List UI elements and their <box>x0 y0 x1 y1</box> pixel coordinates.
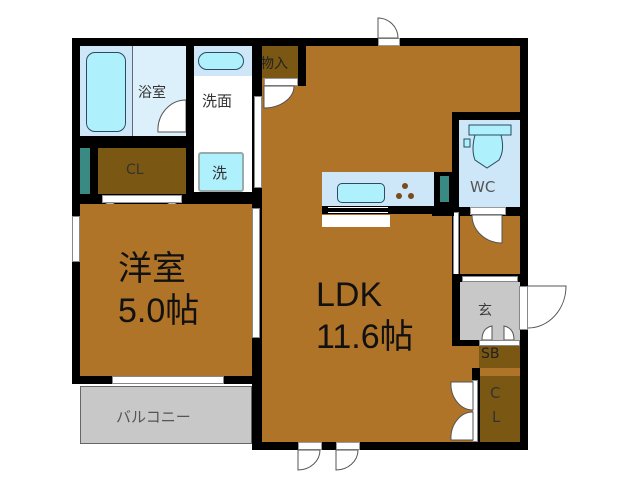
entrance-label: 玄 <box>478 303 492 319</box>
washroom-label: 洗面 <box>202 92 233 110</box>
bathroom-divider <box>132 46 133 136</box>
closet-west-label: CL <box>126 162 144 178</box>
shoebox-label: SB <box>481 346 500 362</box>
storage-wall <box>298 46 306 86</box>
western-room <box>80 204 252 376</box>
storage-label: 物入 <box>260 56 288 72</box>
entrance-step <box>462 276 518 282</box>
wash-basin-icon <box>198 52 244 70</box>
storage-door-frame <box>264 78 298 86</box>
bottom-door-frame-2 <box>336 442 360 450</box>
storage <box>260 46 298 78</box>
closet-east-label-1: C <box>490 384 501 402</box>
washroom-sliding-door[interactable] <box>254 96 262 188</box>
kitchen-teal-panel <box>440 176 449 202</box>
closet-west <box>98 148 186 194</box>
kitchen-counter-base <box>322 206 454 214</box>
closet-east-label-2: L <box>492 408 501 426</box>
top-door-frame <box>378 38 400 46</box>
closet-east <box>480 376 520 442</box>
ldk-label-1: LDK <box>316 276 383 314</box>
western-room-window-to-ldk[interactable] <box>252 208 260 338</box>
top-door-swing[interactable] <box>377 17 402 39</box>
storage-door-swing[interactable] <box>263 85 296 110</box>
closet-west-doors[interactable] <box>102 195 182 203</box>
entry-door-swing[interactable] <box>527 285 568 330</box>
bathroom-door-swing[interactable] <box>157 99 187 134</box>
western-room-side-window[interactable] <box>72 216 80 262</box>
closet-west-teal <box>80 148 90 194</box>
washroom-wall <box>186 46 194 196</box>
kitchen-lower-panel <box>322 215 390 227</box>
bathroom-label: 浴室 <box>138 85 166 101</box>
closet-east-door-frame <box>472 380 478 442</box>
balcony <box>80 386 252 444</box>
bottom-door-frame-1 <box>298 442 322 450</box>
toilet-icon <box>463 124 512 169</box>
kitchen-drawer-lines <box>328 207 388 213</box>
bottom-door-swing-1[interactable] <box>297 449 322 472</box>
western-room-label-1: 洋室 <box>118 250 186 288</box>
washer-space <box>198 152 244 192</box>
bottom-door-swing-2[interactable] <box>335 449 360 472</box>
shoebox-doors[interactable] <box>480 325 516 341</box>
closet-east-doors[interactable] <box>447 380 474 442</box>
western-room-label-2: 5.0帖 <box>118 292 200 330</box>
ldk-label-2: 11.6帖 <box>316 318 414 356</box>
balcony-sliding-window[interactable] <box>112 376 224 384</box>
washer-label: 洗 <box>212 164 228 182</box>
bathtub-icon <box>86 52 126 132</box>
entry-door-frame <box>519 286 528 330</box>
balcony-label: バルコニー <box>116 408 191 426</box>
toilet-label: WC <box>470 178 496 196</box>
wc-door-frame <box>470 207 506 215</box>
kitchen-sink <box>337 183 385 203</box>
shoebox-door[interactable] <box>479 340 520 346</box>
shoebox <box>479 346 520 368</box>
stove-burners-icon <box>396 183 414 199</box>
wc-door-swing[interactable] <box>471 214 506 244</box>
